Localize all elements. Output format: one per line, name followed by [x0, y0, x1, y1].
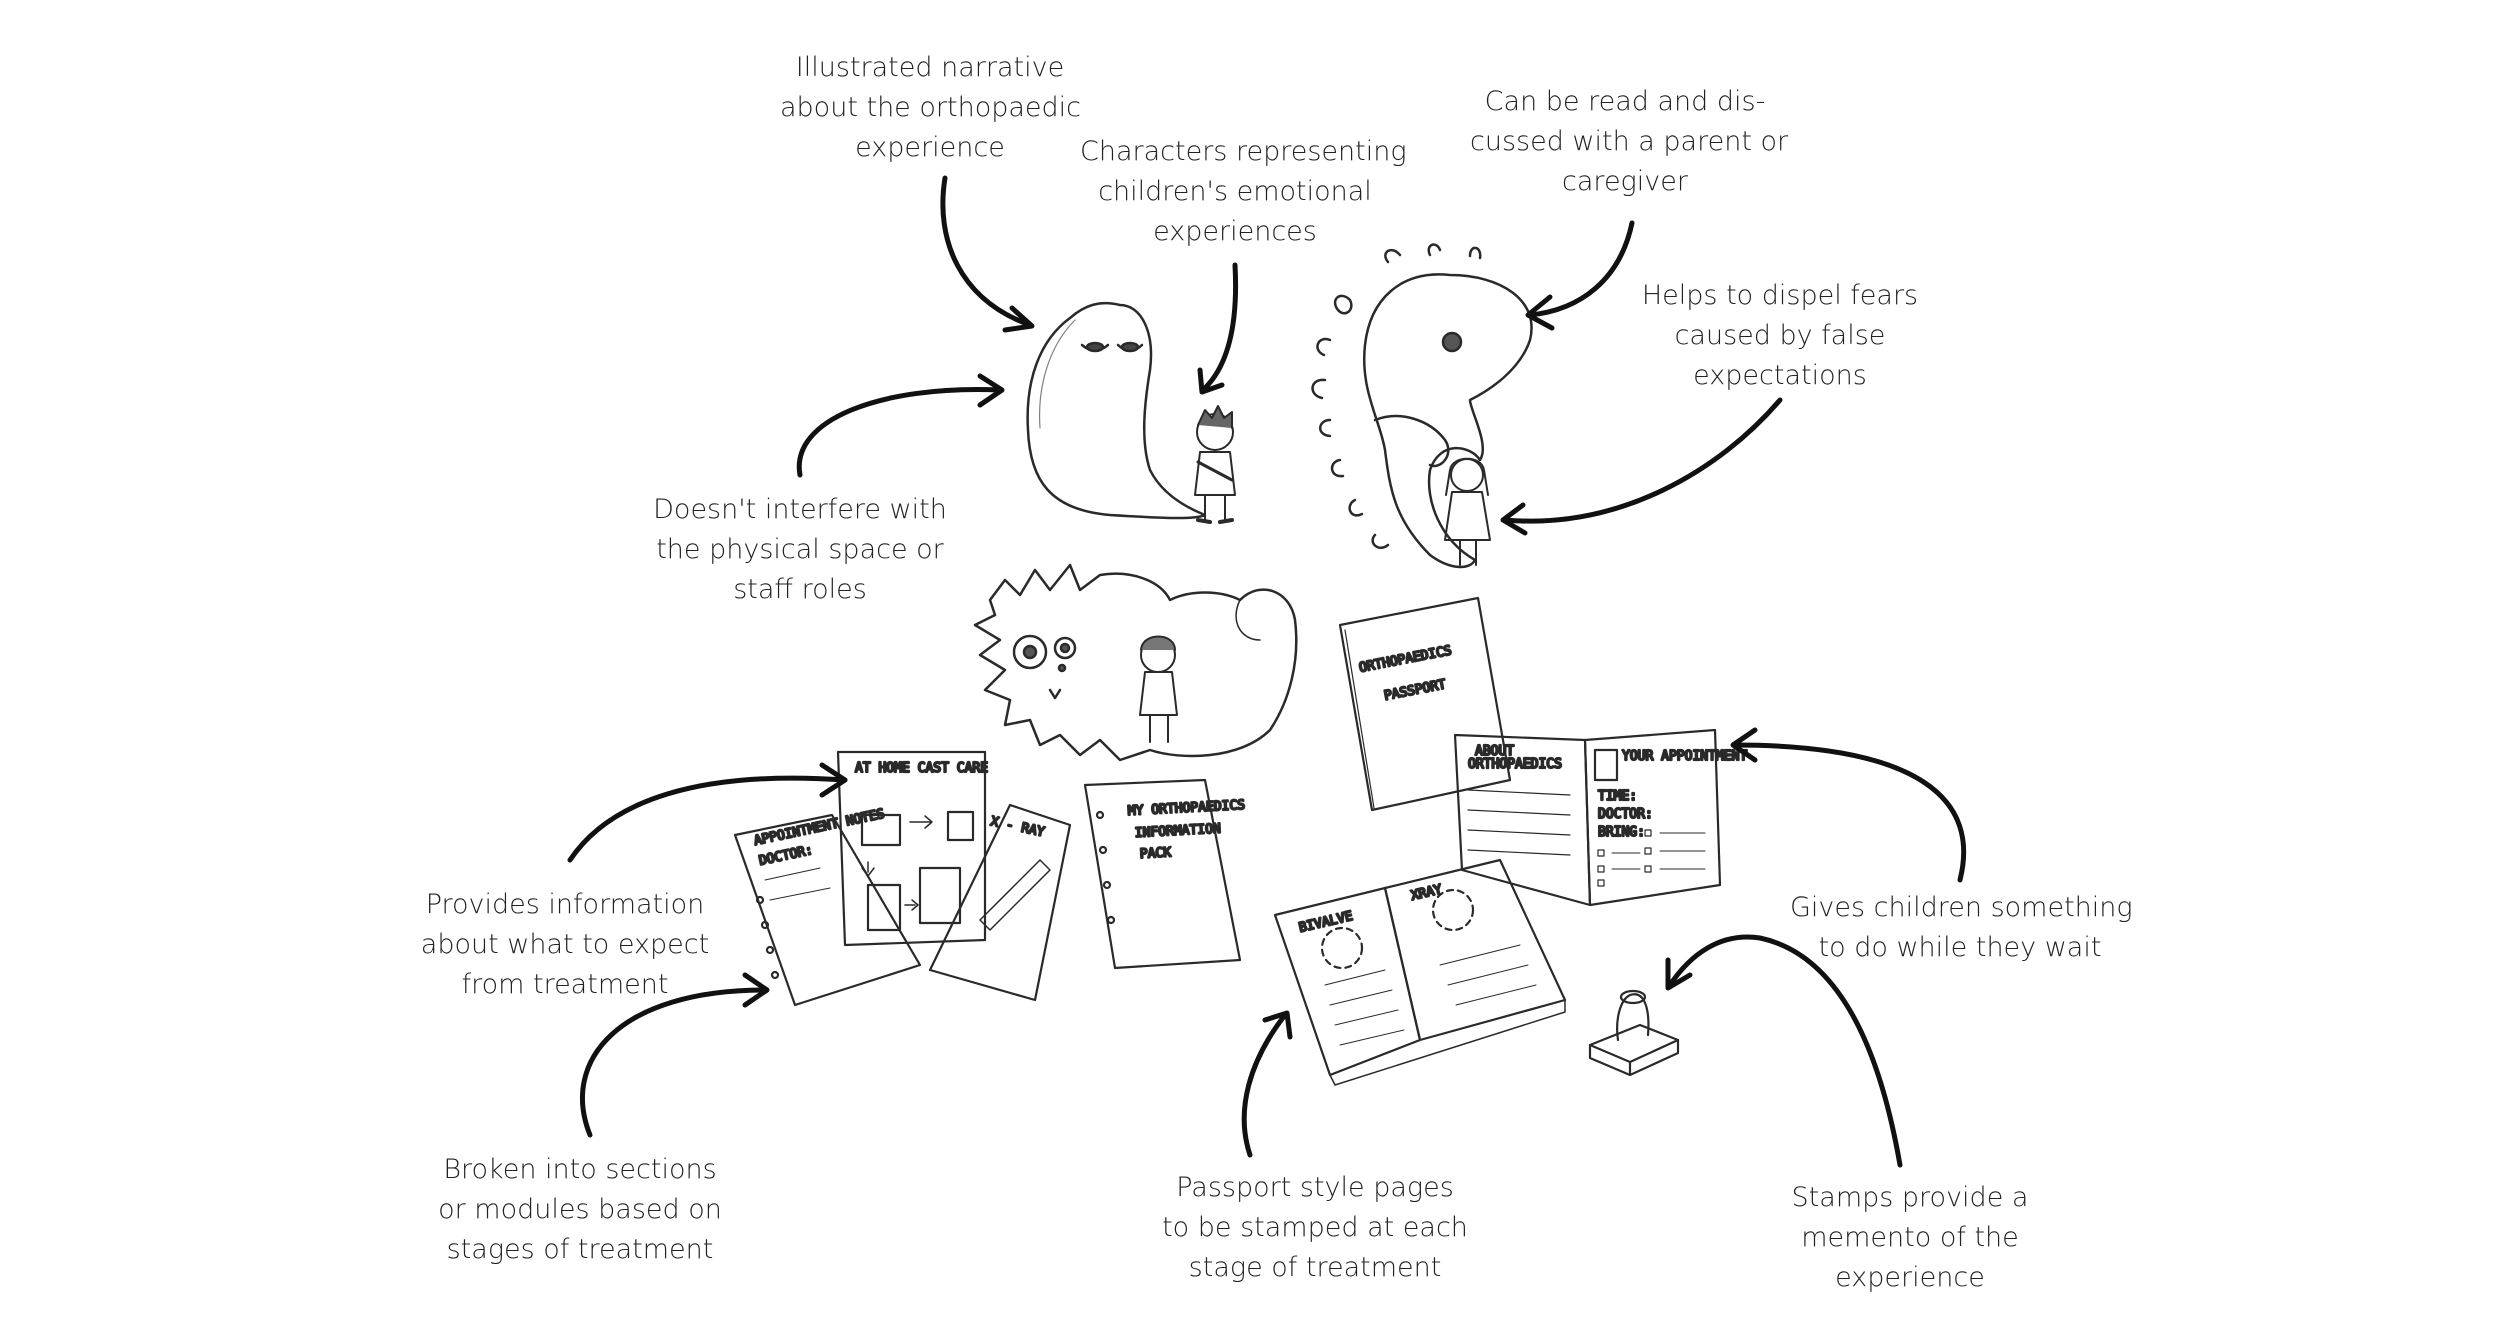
- girl-character-icon: [1444, 457, 1491, 566]
- passport-field-bring: BRING:: [1598, 825, 1645, 840]
- annotation-line: experience: [855, 132, 1005, 163]
- info-pack-line-1: MY ORTHOPAEDICS: [1127, 798, 1245, 819]
- annotation-line: Broken into sections: [443, 1154, 717, 1185]
- annotation-line: staff roles: [733, 574, 867, 605]
- annotation-line: caused by false: [1674, 320, 1886, 351]
- annotation-no-interfere: Doesn't interfere with the physical spac…: [640, 490, 960, 610]
- annotation-line: Characters representing: [1080, 136, 1407, 167]
- ghost-character-icon: [1026, 301, 1207, 520]
- passport-appointment-label: YOUR APPOINTMENT: [1622, 749, 1747, 764]
- annotation-line: Illustrated narrative: [795, 52, 1065, 83]
- stamp-page-right-label: XRAY: [1410, 882, 1444, 904]
- info-pack-line-2: INFORMATION: [1134, 822, 1221, 841]
- annotation-line: Stamps provide a: [1791, 1182, 2029, 1213]
- annotation-narrative: Illustrated narrative about the orthopae…: [780, 48, 1081, 168]
- annotation-read-discuss: Can be read and dis- cussed with a paren…: [1470, 82, 1789, 202]
- annotation-passport-pages: Passport style pages to be stamped at ea…: [1160, 1168, 1470, 1288]
- info-pack-line-3: PACK: [1139, 845, 1171, 862]
- annotation-line: expectations: [1693, 360, 1867, 391]
- spiky-ghost-character-icon: [973, 563, 1298, 762]
- annotation-line: Gives children something: [1790, 892, 2133, 923]
- annotation-line: Provides information: [425, 889, 705, 920]
- passport-about-subject: ORTHOPAEDICS: [1468, 757, 1562, 772]
- annotation-line: to be stamped at each: [1162, 1212, 1468, 1243]
- annotation-line: stages of treatment: [446, 1234, 714, 1265]
- annotation-provides-info: Provides information about what to expec…: [415, 885, 715, 1005]
- passport-cover-sketch: ORTHOPAEDICS PASSPORT: [1338, 596, 1512, 812]
- annotation-line: from treatment: [461, 969, 669, 1000]
- annotation-line: experiences: [1153, 216, 1317, 247]
- cast-care-label: AT HOME CAST CARE: [855, 761, 988, 776]
- annotation-line: Helps to dispel fears: [1641, 280, 1919, 311]
- boy-character-icon: [1194, 405, 1236, 524]
- annotation-line: to do while they wait: [1818, 932, 2102, 963]
- annotation-line: stage of treatment: [1188, 1252, 1442, 1283]
- passport-field-doctor: DOCTOR:: [1598, 807, 1653, 822]
- passport-open-sketch: ABOUT ORTHOPAEDICS YOUR APPOINTMENT TIME…: [1453, 728, 1748, 907]
- stamp-icon: [1588, 989, 1680, 1077]
- annotation-sections: Broken into sections or modules based on…: [430, 1150, 730, 1270]
- annotation-line: or modules based on: [438, 1194, 722, 1225]
- boy-character-icon: [1139, 635, 1178, 743]
- annotation-arrows: [567, 175, 1967, 1168]
- annotation-line: memento of the: [1801, 1222, 2019, 1253]
- annotation-line: Passport style pages: [1176, 1172, 1454, 1203]
- swirl-ghost-character-icon: [1311, 243, 1533, 569]
- passport-cover-title: ORTHOPAEDICS: [1358, 643, 1453, 676]
- information-pack-sketch: MY ORTHOPAEDICS INFORMATION PACK: [1083, 778, 1247, 970]
- annotation-characters: Characters representing children's emoti…: [1080, 132, 1407, 252]
- annotation-line: the physical space or: [656, 534, 944, 565]
- annotation-line: about what to expect: [420, 929, 710, 960]
- annotation-line: about the orthopaedic: [780, 92, 1081, 123]
- annotation-something-to-do: Gives children something to do while the…: [1790, 888, 2133, 968]
- information-sheets-sketch: APPOINTMENT NOTES DOCTOR: X - RAY AT HOM…: [733, 750, 1072, 1007]
- annotation-stamps: Stamps provide a memento of the experien…: [1780, 1178, 2040, 1298]
- xray-sheet-label: X - RAY: [989, 814, 1046, 840]
- stamped-pages-sketch: BIVALVE XRAY: [1273, 858, 1567, 1086]
- passport-field-time: TIME:: [1598, 789, 1637, 804]
- passport-cover-subtitle: PASSPORT: [1383, 677, 1447, 704]
- passport-about-label: ABOUT: [1475, 744, 1514, 759]
- annotation-line: Can be read and dis-: [1484, 86, 1766, 117]
- annotation-line: experience: [1835, 1262, 1985, 1293]
- annotation-line: cussed with a parent or: [1470, 126, 1789, 157]
- annotation-line: Doesn't interfere with: [653, 494, 947, 525]
- stamp-page-left-label: BIVALVE: [1298, 909, 1355, 936]
- annotation-line: caregiver: [1562, 166, 1688, 197]
- annotation-line: children's emotional: [1098, 176, 1372, 207]
- annotation-dispel-fears: Helps to dispel fears caused by false ex…: [1630, 276, 1930, 396]
- doctor-label: DOCTOR:: [758, 843, 815, 869]
